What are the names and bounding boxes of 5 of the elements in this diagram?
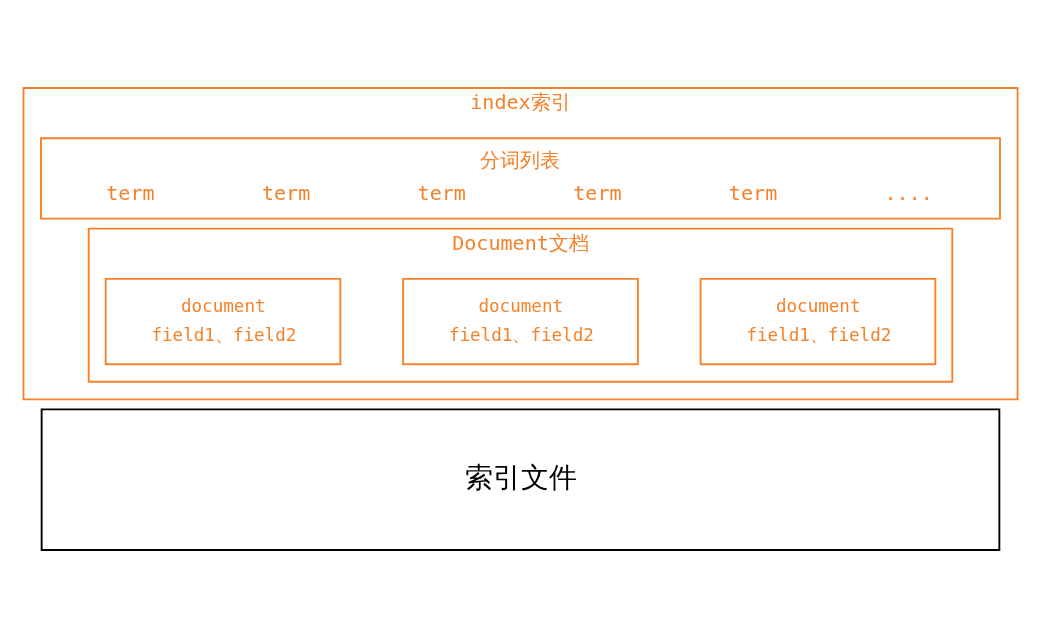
node-box: document field1、field2: [699, 277, 937, 365]
node-box: document field1、field2: [402, 277, 639, 365]
node-box: document field1、field2: [104, 277, 342, 365]
node-box: 索引文件: [40, 407, 1001, 551]
node-box: 分词列表 term term term term term ....: [40, 136, 1001, 220]
